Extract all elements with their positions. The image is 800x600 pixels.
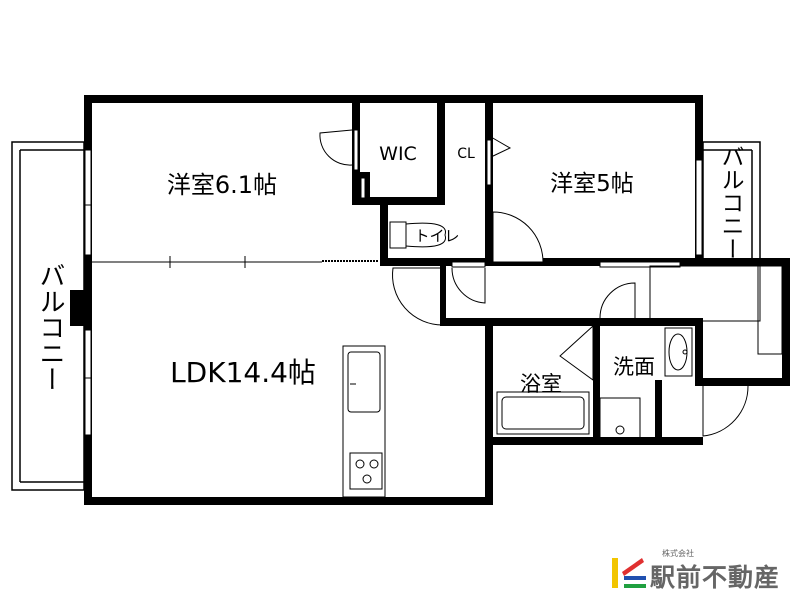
walls bbox=[84, 95, 790, 505]
room-label-wic: WIC bbox=[379, 143, 417, 165]
room-label-balcony-left: バルコニー bbox=[35, 262, 65, 392]
washbasin bbox=[599, 327, 693, 439]
room-label-western-6.1: 洋室6.1帖 bbox=[167, 171, 277, 199]
room-label-ldk: LDK14.4帖 bbox=[170, 356, 316, 389]
sliding-partition bbox=[85, 204, 378, 379]
windows bbox=[84, 129, 703, 436]
room-label-bathroom: 浴室 bbox=[520, 372, 562, 396]
room-label-closet: CL bbox=[457, 146, 475, 162]
bathtub bbox=[496, 391, 590, 435]
logo-subtitle: 株式会社 bbox=[662, 549, 694, 558]
toilet-fixture bbox=[389, 221, 446, 249]
logo-name: 駅前不動産 bbox=[650, 563, 781, 592]
room-label-western-5: 洋室5帖 bbox=[550, 171, 634, 197]
doors bbox=[319, 129, 783, 437]
room-label-toilet: トイレ bbox=[414, 227, 459, 245]
kitchen-counter bbox=[342, 345, 386, 498]
company-logo: 株式会社 駅前不動産 bbox=[612, 546, 800, 596]
room-label-balcony-right: バルコニー bbox=[717, 145, 743, 260]
logo-mark-icon bbox=[612, 558, 646, 588]
room-label-washroom: 洗面 bbox=[613, 355, 655, 379]
